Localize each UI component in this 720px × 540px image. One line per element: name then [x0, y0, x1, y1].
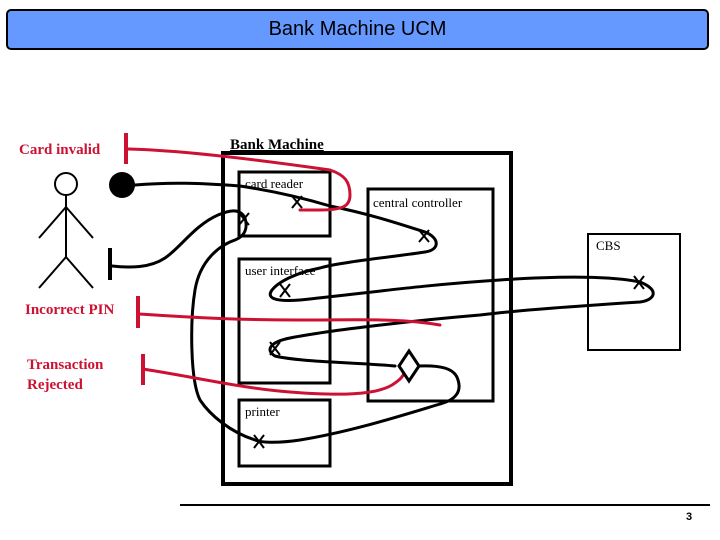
footer-divider	[180, 504, 710, 506]
incorrect-pin-path[interactable]	[137, 312, 442, 327]
card-invalid-label: Card invalid	[19, 142, 101, 158]
start-point-icon[interactable]	[109, 172, 135, 198]
responsibility-user-interface-1-icon[interactable]	[279, 283, 291, 298]
cbs-box[interactable]	[587, 233, 681, 351]
slide-title: Bank Machine UCM	[268, 18, 447, 40]
responsibility-printer-icon[interactable]	[253, 434, 265, 449]
incorrect-pin-label: Incorrect PIN	[25, 302, 114, 318]
card-reader-label: card reader	[245, 176, 304, 191]
printer-label: printer	[245, 404, 280, 419]
central-controller-box[interactable]	[366, 187, 495, 403]
responsibility-x-icons	[238, 195, 645, 449]
stick-figure-icon	[38, 172, 94, 289]
responsibility-user-interface-2-icon[interactable]	[269, 341, 281, 356]
transaction-rejected-label-line2: Rejected	[27, 377, 83, 393]
central-controller-label: central controller	[373, 195, 463, 210]
main-path[interactable]	[133, 181, 655, 368]
title-bar: Bank Machine UCM	[6, 9, 709, 50]
responsibility-card-reader-icon[interactable]	[291, 195, 303, 209]
responsibility-cbs-icon[interactable]	[633, 275, 645, 290]
or-fork-diamond-icon[interactable]	[397, 348, 421, 384]
card-reader-box[interactable]	[237, 170, 332, 238]
responsibility-central-controller-icon[interactable]	[418, 229, 430, 243]
or-fork-branch[interactable]	[110, 209, 461, 444]
page-number: 3	[686, 511, 693, 523]
transaction-rejected-label-line1: Transaction	[27, 357, 104, 373]
bank-machine-label: Bank Machine	[230, 137, 324, 153]
cbs-label: CBS	[596, 238, 621, 253]
responsibility-card-reader-pin-icon[interactable]	[238, 212, 250, 226]
card-invalid-path[interactable]	[125, 147, 352, 212]
transaction-rejected-path[interactable]	[141, 367, 407, 396]
